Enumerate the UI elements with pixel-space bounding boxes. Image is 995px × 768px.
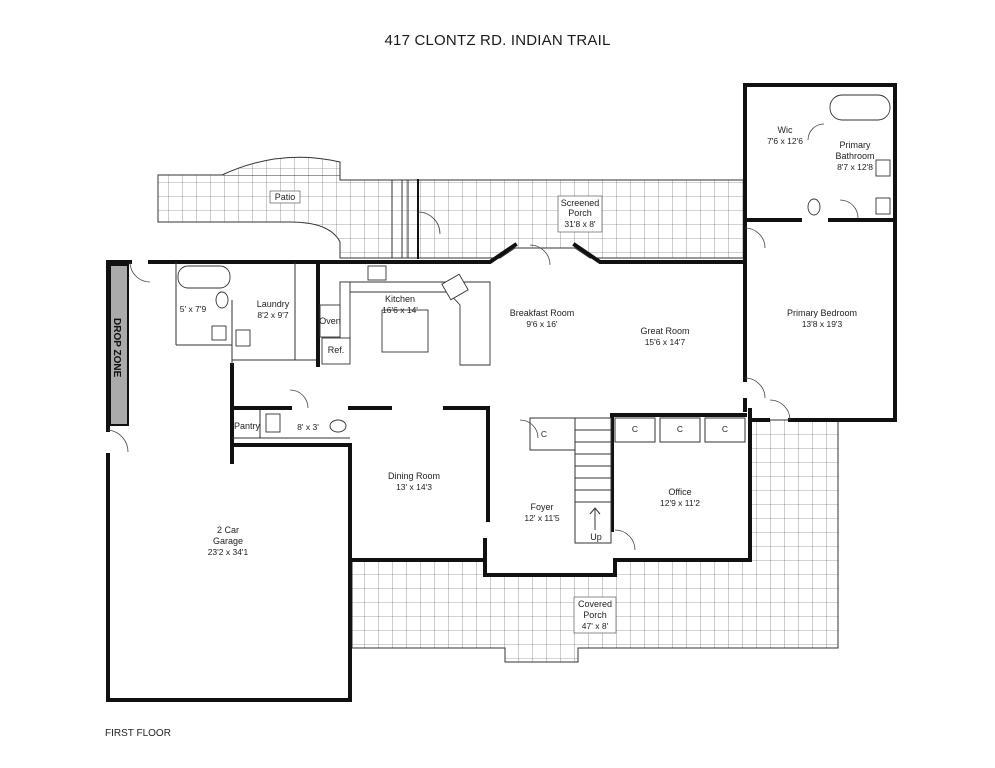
dining-room-dim: 13' x 14'3 — [396, 482, 432, 492]
primary-bedroom-label: Primary Bedroom — [787, 308, 857, 318]
pantry-label: Pantry — [234, 421, 261, 431]
great-room-dim: 15'6 x 14'7 — [645, 337, 686, 347]
drop-zone-label: DROP ZONE — [111, 318, 122, 378]
great-room-label: Great Room — [640, 326, 689, 336]
kitchen-dim: 16'6 x 14' — [382, 305, 418, 315]
closet-mark-office-2: C — [677, 424, 683, 434]
foyer-label: Foyer — [530, 502, 553, 512]
office-dim: 12'9 x 11'2 — [660, 498, 700, 508]
ref-label: Ref. — [328, 345, 345, 355]
walls — [106, 83, 897, 702]
screened-porch-label: Screened — [561, 198, 600, 208]
foyer-dim: 12' x 11'5 — [524, 513, 559, 523]
closet-mark-foyer: C — [541, 429, 547, 439]
half-bath-dim: 8' x 3' — [297, 422, 319, 432]
oven-label: Oven — [319, 316, 341, 326]
primary-bath-label: Primary — [840, 140, 871, 150]
kitchen-label: Kitchen — [385, 294, 415, 304]
screened-porch-label-2: Porch — [568, 208, 592, 218]
closet-mark-office-1: C — [632, 424, 638, 434]
doors — [107, 123, 859, 551]
patio-label: Patio — [275, 192, 296, 202]
office-label: Office — [668, 487, 691, 497]
floor-label: FIRST FLOOR — [105, 728, 171, 739]
covered-porch-dim: 47' x 8' — [582, 621, 609, 631]
breakfast-room-label: Breakfast Room — [510, 308, 575, 318]
dining-room-label: Dining Room — [388, 471, 440, 481]
laundry-dim: 8'2 x 9'7 — [257, 310, 288, 320]
primary-bath-dim: 8'7 x 12'8 — [837, 162, 873, 172]
bath-fixtures — [177, 94, 891, 433]
kitchen-fixtures — [319, 265, 491, 366]
drop-zone: DROP ZONE — [109, 264, 129, 426]
screened-porch-dim: 31'8 x 8' — [564, 219, 596, 229]
garage-label: 2 Car — [217, 525, 239, 535]
bath-small-dim: 5' x 7'9 — [180, 304, 207, 314]
closet-mark-office-3: C — [722, 424, 728, 434]
garage-dim: 23'2 x 34'1 — [208, 547, 249, 557]
garage-label-2: Garage — [213, 536, 243, 546]
patio-area — [157, 156, 746, 259]
stairs — [574, 417, 612, 544]
room-labels: Patio Screened Porch 31'8 x 8' Wic 7'6 x… — [180, 125, 875, 634]
covered-porch-label: Covered — [578, 599, 612, 609]
covered-porch-label-2: Porch — [583, 610, 607, 620]
plan-title: 417 CLONTZ RD. INDIAN TRAIL — [384, 32, 611, 49]
up-label: Up — [590, 532, 602, 542]
primary-bath-label-2: Bathroom — [835, 151, 874, 161]
primary-bedroom-dim: 13'8 x 19'3 — [802, 319, 843, 329]
wic-dim: 7'6 x 12'6 — [767, 136, 803, 146]
closets — [529, 417, 746, 451]
laundry-label: Laundry — [257, 299, 290, 309]
breakfast-room-dim: 9'6 x 16' — [526, 319, 558, 329]
wic-label: Wic — [778, 125, 793, 135]
